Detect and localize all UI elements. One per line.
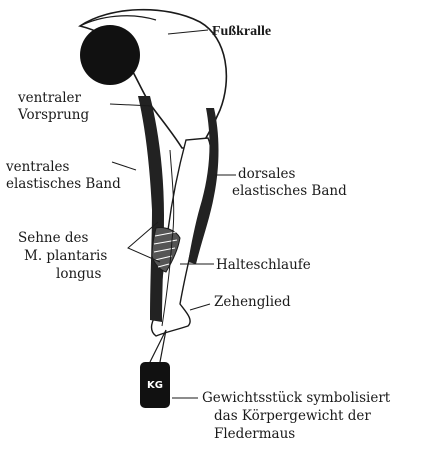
joint-ball xyxy=(80,25,140,85)
label-zehenglied: Zehenglied xyxy=(214,294,291,310)
label-gewicht: Gewichtsstück symbolisiert das Körpergew… xyxy=(202,390,395,442)
label-dorsales-band-line2: elastisches Band xyxy=(232,183,347,199)
leader-zehenglied xyxy=(190,304,210,310)
ventral-elastic-band xyxy=(138,96,164,322)
label-ventraler-vorsprung: ventraler Vorsprung xyxy=(17,90,90,123)
label-sehne-line1: Sehne des xyxy=(18,230,89,246)
leader-ventrales-band xyxy=(112,162,136,170)
label-gewicht-line1: Gewichtsstück symbolisiert xyxy=(202,390,391,406)
label-ventrales-band-line2: elastisches Band xyxy=(6,176,121,192)
label-dorsales-band: dorsales elastisches Band xyxy=(232,166,347,199)
label-ventrales-band-line1: ventrales xyxy=(5,159,70,175)
weight-kg-mark: KG xyxy=(147,380,163,391)
label-dorsales-band-line1: dorsales xyxy=(238,166,296,182)
label-sehne-line3: longus xyxy=(56,266,101,282)
label-gewicht-line2: das Körpergewicht der xyxy=(214,408,371,424)
label-halteschlaufe: Halteschlaufe xyxy=(216,257,311,273)
label-fusskralle: Fußkralle xyxy=(212,24,271,39)
label-ventraler-vorsprung-line1: ventraler xyxy=(17,90,82,106)
label-gewicht-line3: Fledermaus xyxy=(214,426,295,442)
label-sehne-line2: M. plantaris xyxy=(24,248,107,264)
label-ventraler-vorsprung-line2: Vorsprung xyxy=(17,107,90,123)
label-sehne: Sehne des M. plantaris longus xyxy=(18,230,112,282)
label-ventrales-band: ventrales elastisches Band xyxy=(5,159,121,192)
